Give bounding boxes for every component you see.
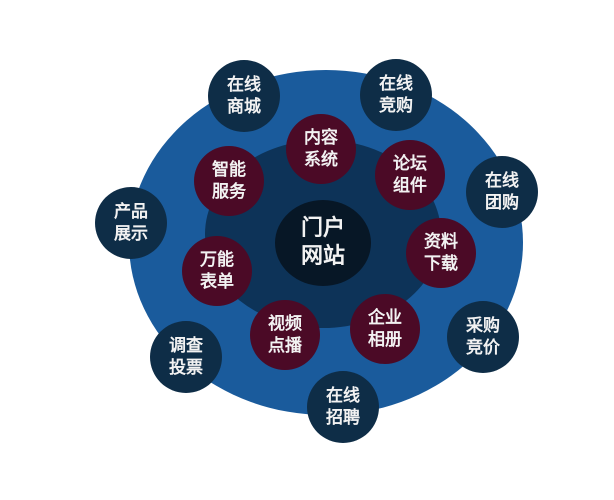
outer-node: 在线招聘 bbox=[307, 371, 379, 443]
inner-node: 论坛组件 bbox=[375, 140, 445, 210]
inner-node: 资料下载 bbox=[406, 218, 476, 288]
inner-node: 智能服务 bbox=[194, 146, 264, 216]
inner-node: 万能表单 bbox=[182, 236, 252, 306]
outer-node: 调查投票 bbox=[150, 321, 222, 393]
outer-node: 采购竞价 bbox=[447, 301, 519, 373]
inner-node: 企业相册 bbox=[350, 294, 420, 364]
center-node: 门户网站 bbox=[275, 200, 371, 286]
outer-node: 在线竞购 bbox=[360, 59, 432, 131]
inner-node: 内容系统 bbox=[286, 114, 356, 184]
outer-node: 产品展示 bbox=[95, 187, 167, 259]
outer-node: 在线团购 bbox=[466, 156, 538, 228]
inner-node: 视频点播 bbox=[250, 300, 320, 370]
outer-node: 在线商城 bbox=[208, 60, 280, 132]
